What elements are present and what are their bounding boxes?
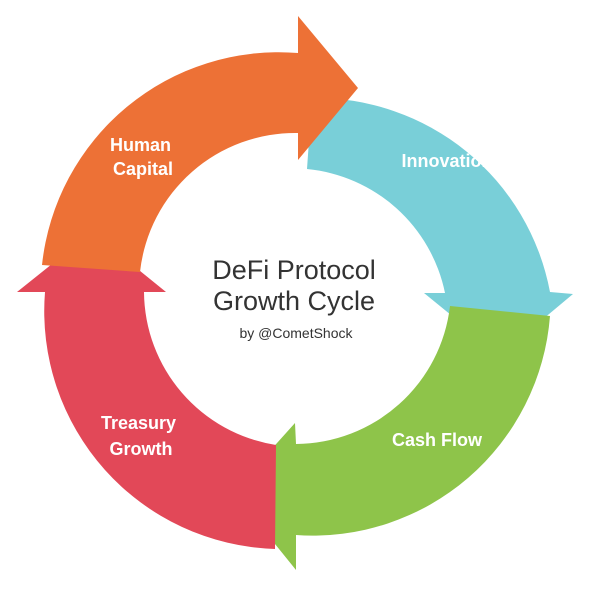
innovation-label: Innovation — [402, 151, 493, 171]
cash-flow-arrow — [233, 306, 550, 570]
human-capital-arrow — [42, 16, 358, 272]
treasury-growth-label: Treasury Growth — [101, 413, 181, 459]
center-title-line2: Growth Cycle — [213, 286, 375, 316]
human-capital-label: Human Capital — [110, 135, 176, 179]
center-title-line1: DeFi Protocol — [212, 255, 376, 285]
innovation-arrow — [307, 97, 573, 355]
treasury-growth-arrow — [17, 232, 276, 549]
cash-flow-label: Cash Flow — [392, 430, 483, 450]
center-byline: by @CometShock — [239, 325, 353, 341]
